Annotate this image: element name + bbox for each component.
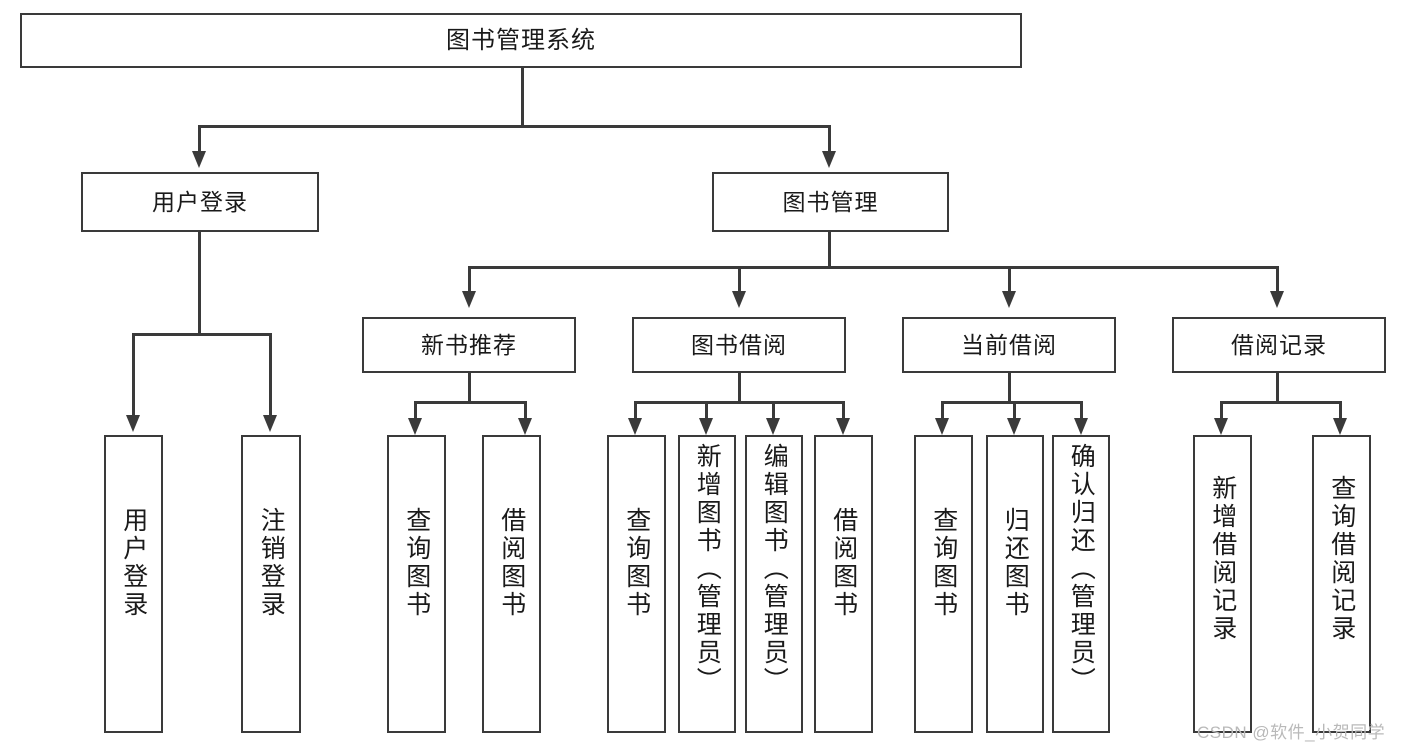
edge-book-mgmt-stem [828, 232, 831, 268]
edge-to-borrow-record [1276, 266, 1279, 293]
edge-level1-bus [199, 125, 831, 128]
edge-current-borrow-to-leaf1 [941, 401, 944, 420]
edge-book-borrow-to-leaf4 [842, 401, 845, 420]
edge-borrow-record-to-leaf1 [1220, 401, 1223, 420]
leaf-query-book-3[interactable]: 查询图书 [914, 435, 973, 733]
arrowhead-borrow-record-to-leaf1 [1214, 418, 1228, 435]
arrowhead-book-borrow-to-leaf3 [766, 418, 780, 435]
node-user-login[interactable]: 用户登录 [81, 172, 319, 232]
arrowhead-to-new-book-rec [462, 291, 476, 308]
leaf-add-borrow-record-label: 新增借阅记录 [1208, 475, 1237, 643]
edge-current-borrow-stem [1008, 373, 1011, 403]
edge-book-borrow-to-leaf1 [634, 401, 637, 420]
edge-to-book-borrow [738, 266, 741, 293]
arrowhead-new-book-rec-to-leaf2 [518, 418, 532, 435]
edge-current-borrow-to-leaf3 [1080, 401, 1083, 420]
node-root[interactable]: 图书管理系统 [20, 13, 1022, 68]
leaf-user-login[interactable]: 用户登录 [104, 435, 163, 733]
leaf-user-login-label: 用户登录 [119, 507, 148, 619]
edge-book-borrow-to-leaf3 [772, 401, 775, 420]
arrowhead-user-login-to-leaf-logout [263, 415, 277, 432]
leaf-query-borrow-record[interactable]: 查询借阅记录 [1312, 435, 1371, 733]
leaf-add-book-label: 新增图书（管理员） [693, 443, 722, 695]
edge-book-borrow-stem [738, 373, 741, 403]
leaf-confirm-return[interactable]: 确认归还（管理员） [1052, 435, 1110, 733]
node-book-borrow[interactable]: 图书借阅 [632, 317, 846, 373]
arrowhead-book-borrow-to-leaf1 [628, 418, 642, 435]
edge-new-book-rec-to-leaf1 [414, 401, 417, 420]
edge-borrow-record-to-leaf2 [1339, 401, 1342, 420]
node-book-management[interactable]: 图书管理 [712, 172, 949, 232]
arrowhead-current-borrow-to-leaf2 [1007, 418, 1021, 435]
edge-current-borrow-bus [942, 401, 1083, 404]
leaf-query-book-3-label: 查询图书 [929, 507, 958, 619]
leaf-edit-book[interactable]: 编辑图书（管理员） [745, 435, 803, 733]
node-book-borrow-label: 图书借阅 [691, 331, 787, 358]
edge-root-to-book-mgmt [828, 125, 831, 153]
leaf-borrow-book-2-label: 借阅图书 [829, 507, 858, 619]
arrowhead-borrow-record-to-leaf2 [1333, 418, 1347, 435]
arrowhead-current-borrow-to-leaf3 [1074, 418, 1088, 435]
arrowhead-new-book-rec-to-leaf1 [408, 418, 422, 435]
edge-user-login-stem [198, 232, 201, 335]
arrowhead-current-borrow-to-leaf1 [935, 418, 949, 435]
node-user-login-label: 用户登录 [152, 188, 248, 215]
leaf-return-book-label: 归还图书 [1001, 507, 1030, 619]
leaf-query-borrow-record-label: 查询借阅记录 [1327, 475, 1356, 643]
edge-user-login-to-leaf-logout [269, 333, 272, 417]
edge-user-login-bus [133, 333, 270, 336]
edge-borrow-record-bus [1221, 401, 1341, 404]
node-borrow-record[interactable]: 借阅记录 [1172, 317, 1386, 373]
edge-current-borrow-to-leaf2 [1013, 401, 1016, 420]
node-current-borrow-label: 当前借阅 [961, 331, 1057, 358]
edge-root-stem [521, 68, 524, 127]
edge-new-book-rec-to-leaf2 [524, 401, 527, 420]
leaf-borrow-book-1[interactable]: 借阅图书 [482, 435, 541, 733]
edge-to-new-book-rec [468, 266, 471, 293]
edge-new-book-rec-bus [415, 401, 526, 404]
leaf-return-book[interactable]: 归还图书 [986, 435, 1044, 733]
leaf-edit-book-label: 编辑图书（管理员） [760, 443, 789, 695]
leaf-add-book[interactable]: 新增图书（管理员） [678, 435, 736, 733]
leaf-confirm-return-label: 确认归还（管理员） [1067, 443, 1096, 695]
edge-to-current-borrow [1008, 266, 1011, 293]
arrowhead-root-to-user-login [192, 151, 206, 168]
leaf-borrow-book-2[interactable]: 借阅图书 [814, 435, 873, 733]
edge-new-book-rec-stem [468, 373, 471, 403]
node-borrow-record-label: 借阅记录 [1231, 331, 1327, 358]
arrowhead-to-current-borrow [1002, 291, 1016, 308]
leaf-query-book-2-label: 查询图书 [622, 507, 651, 619]
node-book-management-label: 图书管理 [782, 188, 879, 215]
edge-book-borrow-to-leaf2 [705, 401, 708, 420]
leaf-query-book-1[interactable]: 查询图书 [387, 435, 446, 733]
node-root-label: 图书管理系统 [446, 26, 596, 54]
arrowhead-user-login-to-leaf-login [126, 415, 140, 432]
node-new-book-recommend-label: 新书推荐 [421, 331, 517, 358]
leaf-logout[interactable]: 注销登录 [241, 435, 301, 733]
leaf-logout-label: 注销登录 [257, 507, 286, 619]
leaf-query-book-2[interactable]: 查询图书 [607, 435, 666, 733]
edge-user-login-to-leaf-login [132, 333, 135, 417]
edge-root-to-user-login [198, 125, 201, 153]
arrowhead-to-book-borrow [732, 291, 746, 308]
edge-book-borrow-bus [635, 401, 844, 404]
arrowhead-root-to-book-mgmt [822, 151, 836, 168]
node-current-borrow[interactable]: 当前借阅 [902, 317, 1116, 373]
node-new-book-recommend[interactable]: 新书推荐 [362, 317, 576, 373]
arrowhead-book-borrow-to-leaf4 [836, 418, 850, 435]
leaf-query-book-1-label: 查询图书 [402, 507, 431, 619]
edge-level2-bus [469, 266, 1279, 269]
edge-borrow-record-stem [1276, 373, 1279, 403]
leaf-borrow-book-1-label: 借阅图书 [497, 507, 526, 619]
arrowhead-to-borrow-record [1270, 291, 1284, 308]
arrowhead-book-borrow-to-leaf2 [699, 418, 713, 435]
leaf-add-borrow-record[interactable]: 新增借阅记录 [1193, 435, 1252, 733]
